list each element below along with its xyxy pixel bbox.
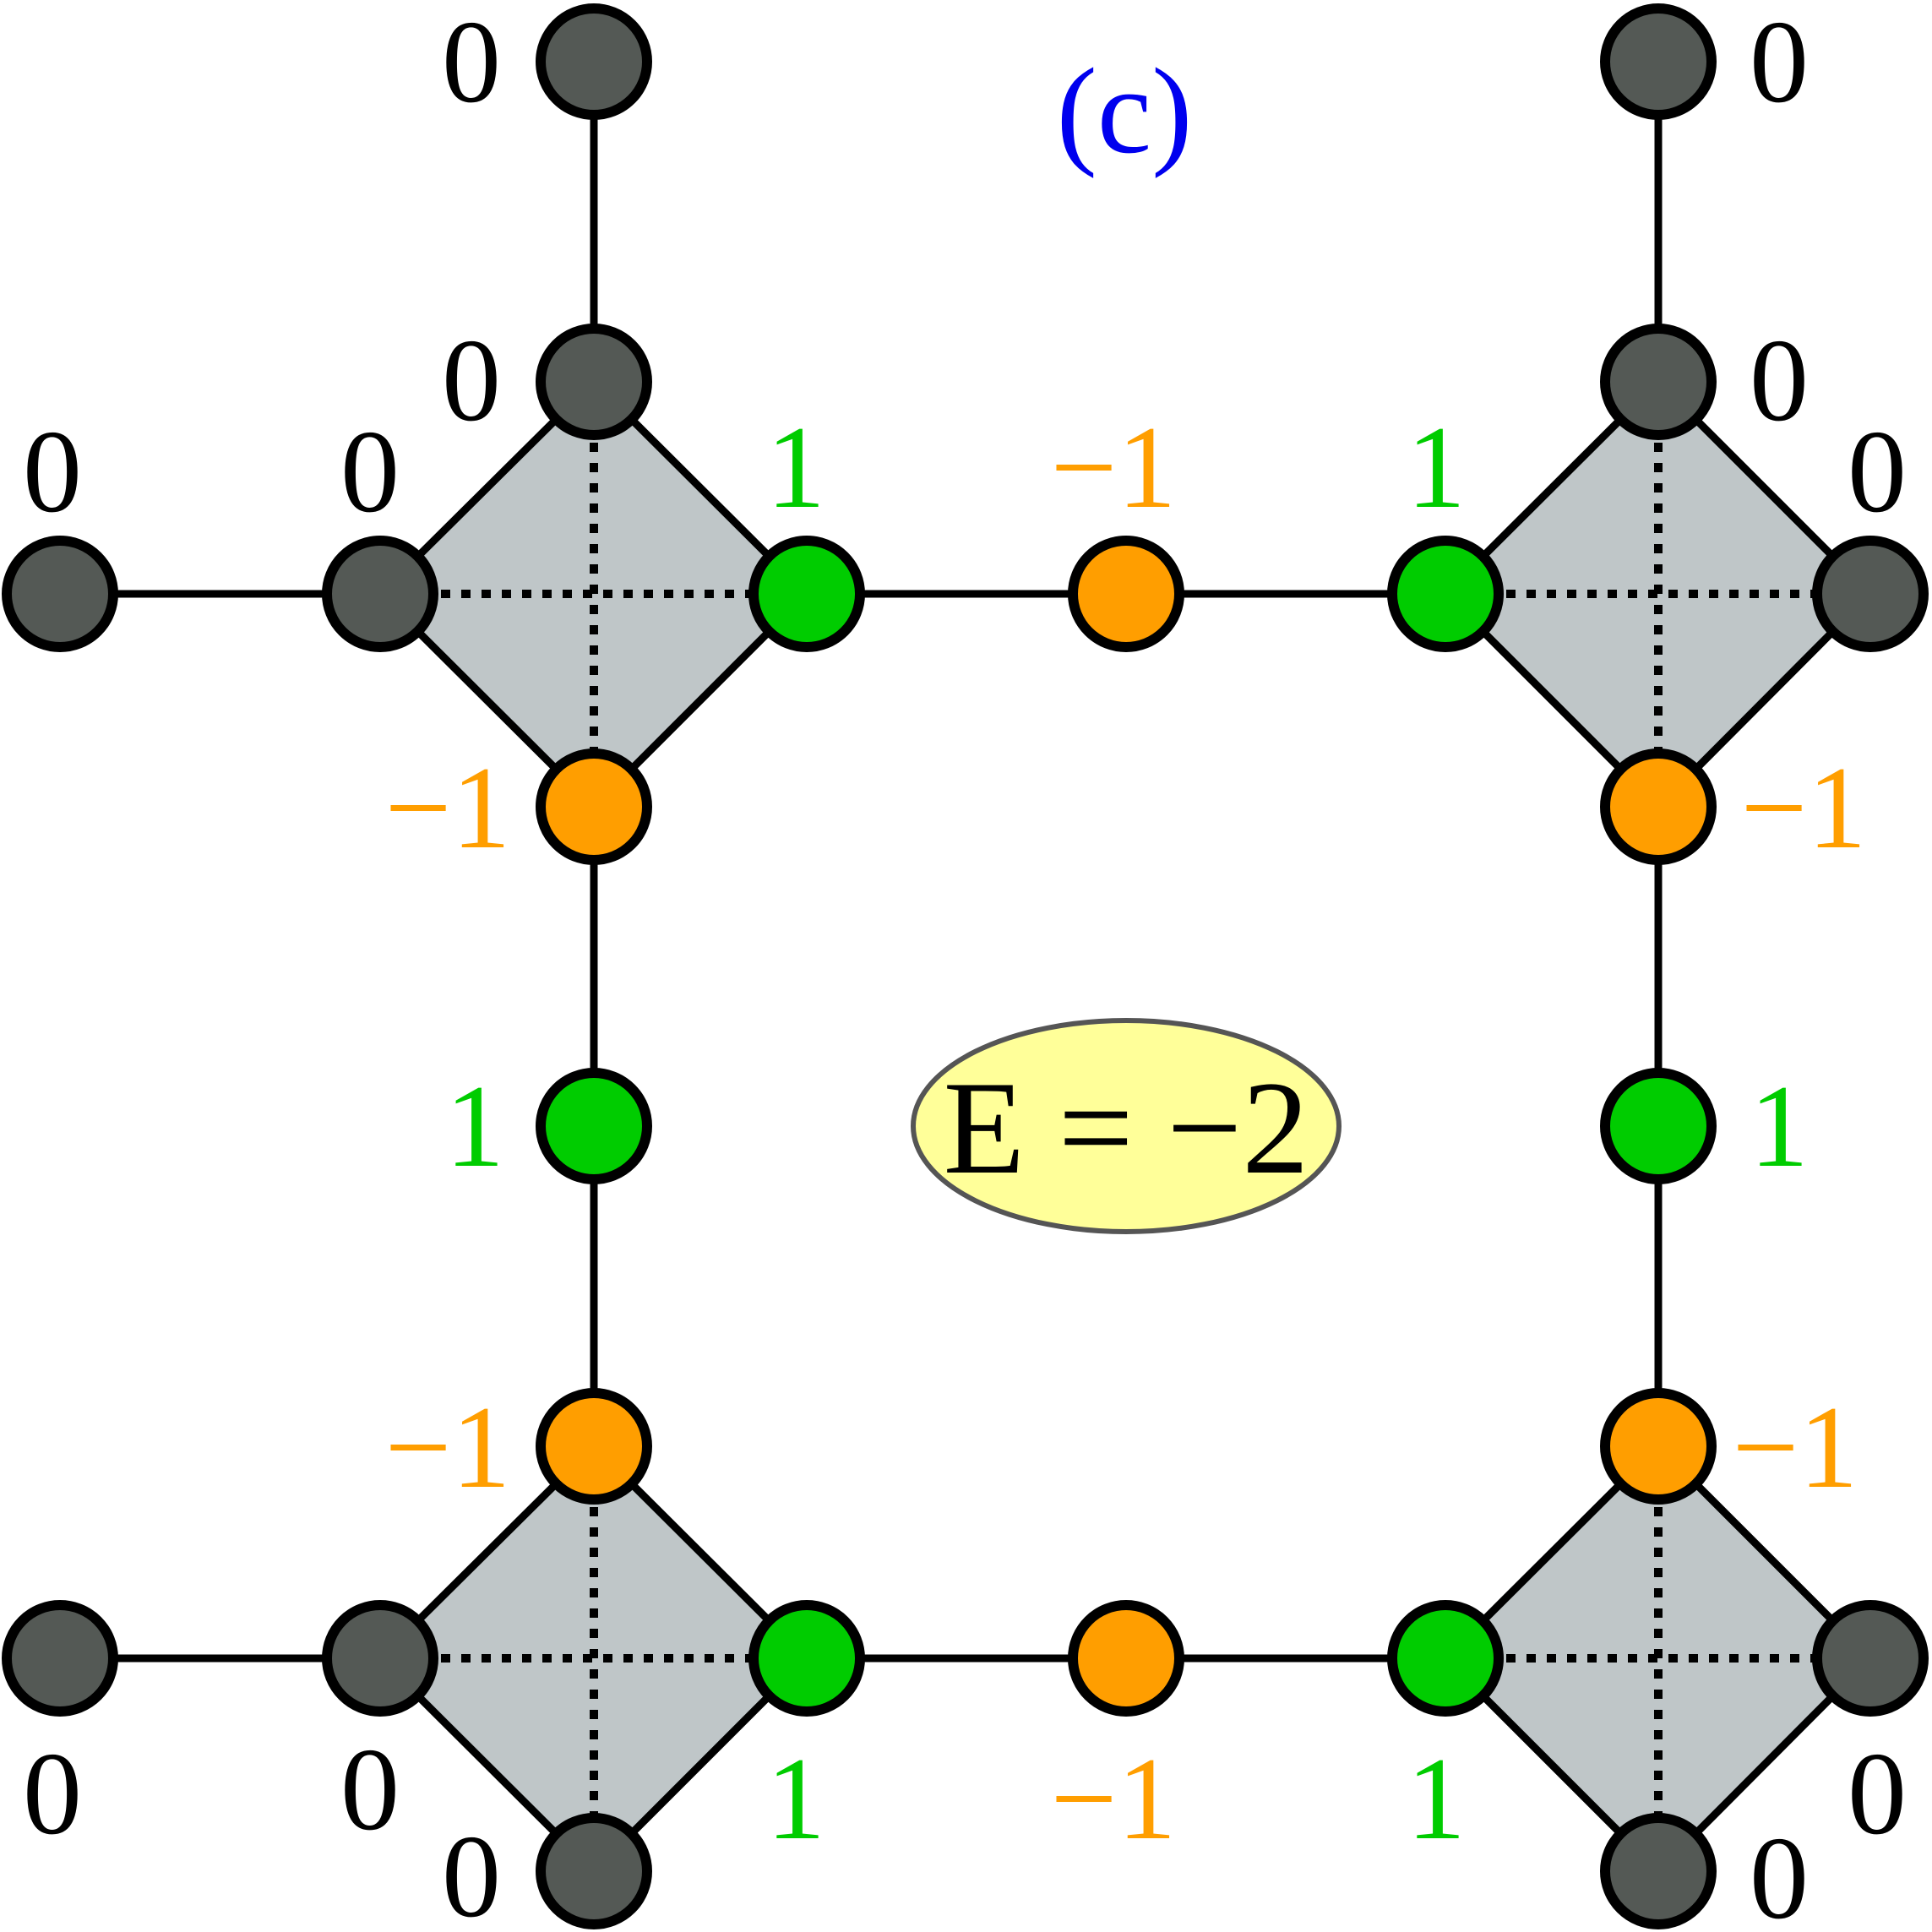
site-label: 0 — [23, 406, 82, 537]
site-zero — [1600, 324, 1717, 440]
site-label: −1 — [385, 1382, 511, 1513]
site-zero — [1600, 3, 1717, 120]
site-label: 0 — [442, 1811, 501, 1932]
site-label: 1 — [1407, 402, 1466, 533]
site-zero — [536, 3, 652, 120]
energy-label: E = −2 — [944, 1054, 1309, 1202]
site-label: −1 — [1741, 743, 1867, 873]
site-plus — [748, 1600, 865, 1717]
site-zero — [322, 536, 438, 652]
energy-badge: E = −2 — [911, 1018, 1342, 1234]
site-zero — [2, 536, 118, 652]
solid-bonds — [60, 62, 1663, 1663]
site-label: 0 — [1848, 406, 1907, 537]
site-zero — [536, 1813, 652, 1929]
site-label: 0 — [340, 406, 400, 537]
site-label: 1 — [766, 402, 825, 533]
site-zero — [322, 1600, 438, 1717]
site-zero — [1812, 536, 1929, 652]
site-minus — [1068, 536, 1184, 652]
site-label: 0 — [442, 315, 501, 446]
site-label: 1 — [445, 1061, 504, 1192]
site-label: 1 — [766, 1733, 825, 1864]
site-zero — [2, 1600, 118, 1717]
site-minus — [1600, 748, 1717, 865]
site-label: 0 — [1750, 1813, 1809, 1932]
site-labels: 0 0 0 0 0 0 0 0 0 0 0 0 1 1 1 1 1 1 −1 −… — [23, 0, 1907, 1932]
plaquettes — [374, 376, 1876, 1877]
site-label: −1 — [385, 743, 511, 873]
site-label: 0 — [1750, 0, 1809, 128]
site-minus — [1068, 1600, 1184, 1717]
energy-ellipse — [911, 1018, 1342, 1234]
site-label: −1 — [1051, 402, 1177, 533]
site-label: 1 — [1407, 1733, 1466, 1864]
sites — [2, 3, 1929, 1929]
site-label: 1 — [1750, 1061, 1809, 1192]
site-label: 0 — [442, 0, 501, 128]
site-zero — [1600, 1813, 1717, 1929]
site-plus — [1600, 1068, 1717, 1184]
site-minus — [536, 748, 652, 865]
site-plus — [536, 1068, 652, 1184]
site-plus — [1387, 536, 1504, 652]
panel-label: (c) — [1057, 44, 1193, 179]
site-label: 0 — [1750, 315, 1809, 446]
site-minus — [1600, 1388, 1717, 1505]
site-label: −1 — [1051, 1733, 1177, 1864]
site-label: −1 — [1733, 1382, 1859, 1513]
site-zero — [1812, 1600, 1929, 1717]
site-zero — [536, 324, 652, 440]
site-label: 0 — [340, 1724, 400, 1855]
site-plus — [1387, 1600, 1504, 1717]
site-label: 0 — [1848, 1728, 1907, 1859]
site-label: 0 — [23, 1728, 82, 1859]
site-plus — [748, 536, 865, 652]
site-minus — [536, 1388, 652, 1505]
